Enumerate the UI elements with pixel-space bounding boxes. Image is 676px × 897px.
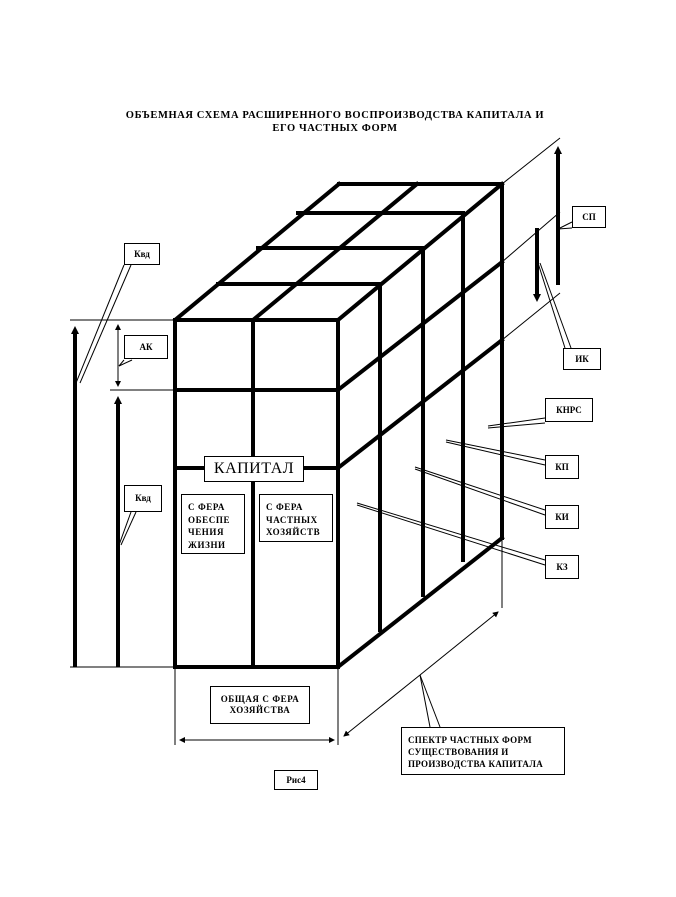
capital-label: КАПИТАЛ — [204, 456, 304, 482]
general-economy-sphere-box: ОБЩАЯ С ФЕРА ХОЗЯЙСТВА — [210, 686, 310, 724]
title-line-2: ЕГО ЧАСТНЫХ ФОРМ — [272, 123, 398, 134]
private-economy-sphere-box: С ФЕРА ЧАСТНЫХ ХОЗЯЙСТВ — [259, 494, 333, 542]
private-sphere-line: ЧАСТНЫХ — [266, 514, 318, 525]
left-arrows — [71, 324, 122, 667]
life-sphere-line: С ФЕРА — [188, 502, 225, 512]
life-sphere-line: ЖИЗНИ — [188, 539, 226, 550]
callout-kz: КЗ — [545, 555, 579, 579]
private-sphere-line: ХОЗЯЙСТВ — [266, 527, 321, 537]
guide-lines — [70, 137, 561, 745]
callout-kvd-top: Квд — [124, 243, 160, 265]
cube-top-face — [172, 181, 505, 323]
title-line-1: ОБЪЕМНАЯ СХЕМА РАСШИРЕННОГО ВОСПРОИЗВОДС… — [125, 110, 545, 121]
spectrum-line: ПРОИЗВОДСТВА КАПИТАЛА — [408, 759, 543, 769]
spectrum-line: СУЩЕСТВОВАНИЯ И — [408, 747, 509, 757]
life-sphere-line: ОБЕСПЕ — [188, 514, 231, 525]
general-sphere-line: ОБЩАЯ С ФЕРА — [220, 694, 300, 704]
general-sphere-line: ХОЗЯЙСТВА — [229, 705, 291, 715]
callout-pointers — [75, 221, 573, 728]
private-sphere-line: С ФЕРА — [266, 502, 303, 512]
right-arrows — [533, 146, 562, 302]
callout-kvd-mid: Квд — [124, 485, 162, 512]
callout-ak: АК — [124, 335, 168, 359]
spectrum-box: СПЕКТР ЧАСТНЫХ ФОРМ СУЩЕСТВОВАНИЯ И ПРОИ… — [401, 727, 565, 775]
diagram-title: ОБЪЕМНАЯ СХЕМА РАСШИРЕННОГО ВОСПРОИЗВОДС… — [100, 109, 570, 135]
cube-side-face — [335, 182, 505, 670]
figure-label: Рис4 — [274, 770, 318, 790]
callout-kp: КП — [545, 455, 579, 479]
callout-ik: ИК — [563, 348, 601, 370]
callout-sp: СП — [572, 206, 606, 228]
callout-knrs: КНРС — [545, 398, 593, 422]
life-support-sphere-box: С ФЕРА ОБЕСПЕ ЧЕНИЯ ЖИЗНИ — [181, 494, 245, 554]
dimension-arrows — [179, 611, 499, 743]
spectrum-line: СПЕКТР ЧАСТНЫХ ФОРМ — [408, 735, 532, 745]
life-sphere-line: ЧЕНИЯ — [188, 527, 225, 537]
callout-ki: КИ — [545, 505, 579, 529]
